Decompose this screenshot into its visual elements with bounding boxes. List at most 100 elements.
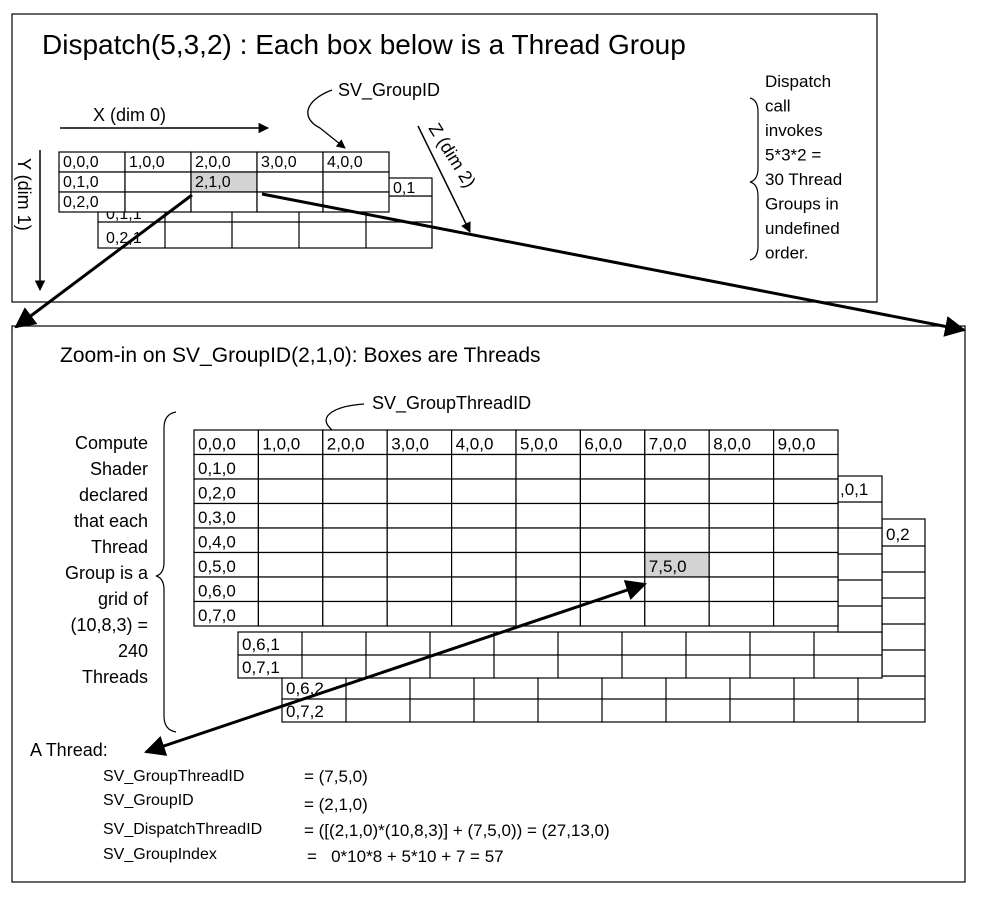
groupid-callout-line — [307, 89, 346, 149]
thread-grid-cell — [451, 551, 517, 578]
bottom-note-line: Compute — [75, 433, 148, 453]
thread-grid-cell-label: 0,5,0 — [198, 557, 236, 576]
thread-grid-cell-label: 0,7,0 — [198, 606, 236, 625]
layer2-row-label: 0,7,2 — [286, 702, 324, 721]
thread-grid-cell — [708, 429, 775, 456]
zoom-arrow-left — [14, 193, 193, 329]
y-axis-label: Y (dim 1) — [14, 158, 34, 231]
top-grid-cell-label: 2,0,0 — [195, 154, 231, 171]
thread-grid-cell — [579, 527, 646, 554]
thread-grid-cell — [579, 600, 646, 627]
thread-grid-cell — [772, 576, 839, 603]
thread-grid-cell — [322, 453, 388, 480]
thread-grid-cell — [322, 502, 388, 529]
top-note-line: 5*3*2 = — [765, 146, 821, 165]
thread-grid-cell — [515, 551, 582, 578]
eq-name-dispatchthreadid: SV_DispatchThreadID — [103, 821, 262, 838]
thread-grid-cell-label: 0,0,0 — [198, 435, 236, 454]
eq-value-dispatchthreadid: = ([(2,1,0)*(10,8,3)] + (7,5,0)) = (27,1… — [304, 821, 610, 840]
bottom-note-line: that each — [74, 511, 148, 531]
thread-grid-cell — [579, 576, 646, 603]
top-grid-cell — [322, 171, 390, 193]
thread-grid-cell-label: 0,6,0 — [198, 582, 236, 601]
thread-grid-cell-label: 9,0,0 — [778, 435, 816, 454]
top-grid-cell-label: 0,2,0 — [63, 194, 99, 211]
thread-grid-cell-label: 0,1,0 — [198, 459, 236, 478]
z-axis-arrow — [417, 125, 471, 233]
layer1-row-label: 0,6,1 — [242, 635, 280, 654]
thread-grid-cell — [322, 551, 388, 578]
bottom-note-line: Group is a — [65, 563, 149, 583]
thread-grid-cell-label: 0,2,0 — [198, 484, 236, 503]
thread-grid-cell — [772, 551, 839, 578]
thread-grid-cell — [579, 551, 646, 578]
top-note-brace — [749, 97, 759, 261]
thread-grid-cell — [515, 502, 582, 529]
thread-grid-cell — [386, 576, 453, 603]
top-layer1-edge-label: 0,1 — [393, 180, 415, 197]
thread-grid-cell — [386, 502, 453, 529]
top-grid-cell-label: 1,0,0 — [129, 154, 165, 171]
thread-grid-cell — [386, 429, 453, 456]
thread-grid-cell — [451, 527, 517, 554]
top-grid-cell — [256, 171, 324, 193]
thread-grid-cell — [257, 576, 324, 603]
thread-grid-cell — [451, 453, 517, 480]
eq-value-groupindex: = 0*10*8 + 5*10 + 7 = 57 — [307, 847, 504, 866]
top-note-line: Dispatch — [765, 72, 831, 91]
thread-grid-cell-label: 1,0,0 — [262, 435, 300, 454]
threadid-callout-line — [325, 403, 365, 447]
thread-grid-cell-label: 4,0,0 — [456, 435, 494, 454]
thread-grid-cell — [708, 453, 775, 480]
groupid-callout-label: SV_GroupID — [338, 80, 440, 101]
thread-grid-cell — [515, 478, 582, 505]
thread-grid-cell — [515, 600, 582, 627]
thread-grid-cell — [515, 453, 582, 480]
x-axis-label: X (dim 0) — [93, 105, 166, 125]
thread-grid-cell-label: 2,0,0 — [327, 435, 365, 454]
layer1-row-label: 0,7,1 — [242, 658, 280, 677]
top-note-line: call — [765, 97, 791, 116]
thread-grid-cell-label: 0,3,0 — [198, 508, 236, 527]
bottom-panel-title: Zoom-in on SV_GroupID(2,1,0): Boxes are … — [60, 344, 541, 367]
top-grid-cell-label: 0,0,0 — [63, 154, 99, 171]
thread-grid-cell — [579, 502, 646, 529]
thread-grid-cell — [386, 551, 453, 578]
thread-grid-cell — [257, 527, 324, 554]
thread-grid-cell-label: 5,0,0 — [520, 435, 558, 454]
thread-grid-cell — [257, 502, 324, 529]
eq-value-groupthreadid: = (7,5,0) — [304, 767, 368, 786]
bottom-note-line: Threads — [82, 667, 148, 687]
bottom-note-line: (10,8,3) = — [70, 615, 148, 635]
thread-grid-cell — [772, 527, 839, 554]
thread-grid-cell — [579, 478, 646, 505]
thread-grid-cell — [322, 478, 388, 505]
thread-grid-cell — [451, 502, 517, 529]
thread-grid-cell — [257, 478, 324, 505]
thread-grid-cell — [708, 551, 775, 578]
thread-grid-cell — [386, 478, 453, 505]
top-grid-cell-label: 2,1,0 — [195, 174, 231, 191]
thread-grid-cell — [386, 600, 453, 627]
top-panel-title: Dispatch(5,3,2) : Each box below is a Th… — [42, 29, 686, 60]
thread-grid-cell — [322, 429, 388, 456]
thread-grid-cell — [257, 600, 324, 627]
eq-name-groupid: SV_GroupID — [103, 792, 194, 809]
top-note-line: 30 Thread — [765, 170, 842, 189]
thread-grid-cell-label: 8,0,0 — [713, 435, 751, 454]
thread-grid-cell — [772, 453, 839, 480]
thread-grid-cell — [257, 453, 324, 480]
thread-grid-cell — [644, 478, 710, 505]
zoom-arrow-right — [261, 192, 967, 337]
thread-grid-cell — [451, 576, 517, 603]
top-grid-cell-label: 4,0,0 — [327, 154, 363, 171]
thread-grid-cell-label: 3,0,0 — [391, 435, 429, 454]
thread-grid-cell — [322, 600, 388, 627]
eq-name-groupindex: SV_GroupIndex — [103, 846, 217, 863]
thread-grid-cell — [772, 429, 839, 456]
